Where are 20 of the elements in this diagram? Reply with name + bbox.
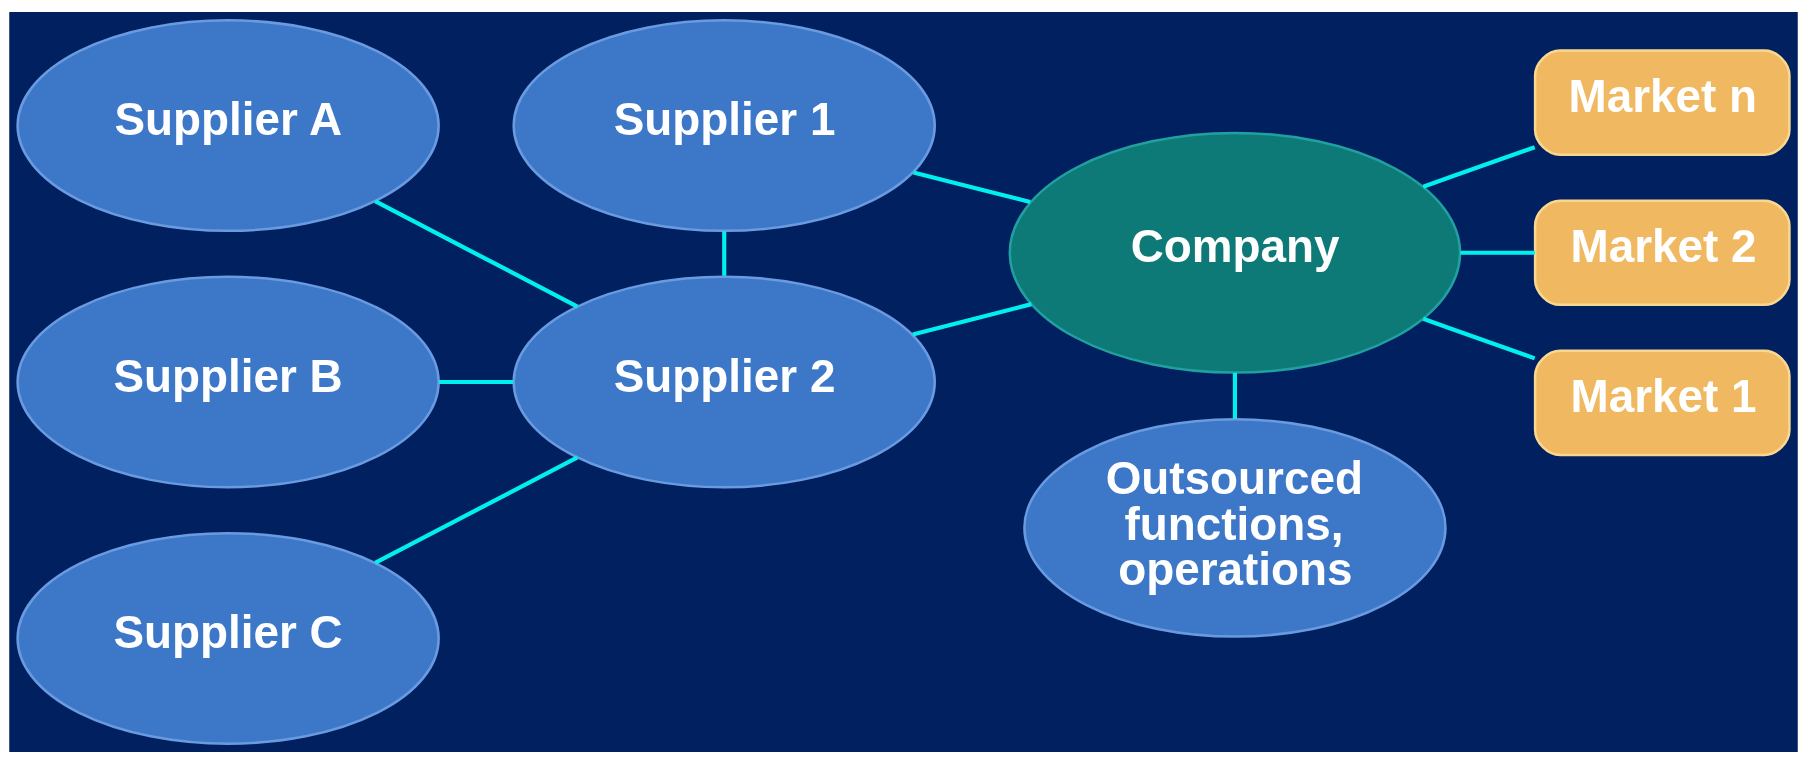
connector [911, 302, 1032, 337]
node-ellipse: Supplier B [15, 275, 440, 489]
node-ellipse: Supplier C [15, 531, 440, 745]
node-box: Market n [1533, 49, 1791, 157]
connector [373, 199, 578, 309]
node-ellipse: Company [1008, 131, 1461, 374]
connector [1422, 316, 1535, 361]
connector [912, 170, 1031, 204]
connector [1232, 372, 1237, 419]
node-ellipse: Supplier 1 [511, 19, 936, 233]
connector [721, 231, 726, 276]
connector [1422, 145, 1535, 189]
node-ellipse: Outsourced functions, operations [1022, 417, 1447, 638]
node-box: Market 2 [1533, 199, 1791, 307]
node-ellipse: Supplier 2 [511, 275, 936, 489]
node-ellipse: Supplier A [15, 19, 440, 233]
node-box: Market 1 [1533, 349, 1791, 457]
connector [373, 455, 578, 565]
connector [438, 379, 513, 385]
connector [1459, 250, 1535, 255]
